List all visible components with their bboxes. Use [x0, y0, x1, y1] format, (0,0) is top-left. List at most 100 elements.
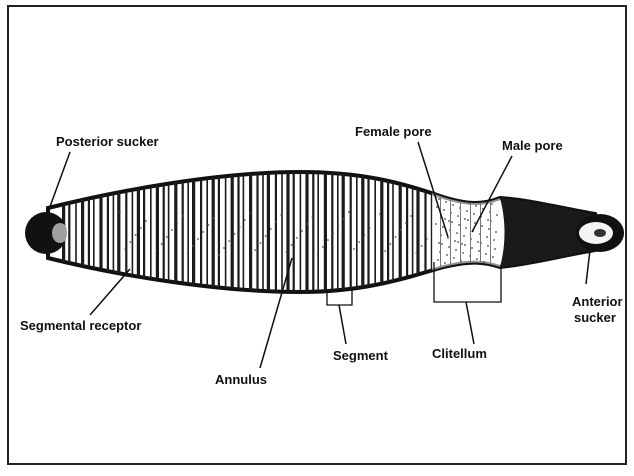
body-papilla	[358, 241, 360, 243]
body-papilla	[312, 216, 314, 218]
annulus-stripe	[267, 165, 270, 300]
annulus-stripe	[182, 165, 184, 300]
clitellum-stipple	[446, 254, 448, 256]
annulus-stripe	[312, 165, 314, 300]
clitellum-stipple	[464, 244, 466, 246]
clitellum-stipple	[454, 240, 456, 242]
body-papilla	[182, 215, 184, 217]
body-papilla	[348, 211, 350, 213]
body-papilla	[223, 247, 225, 249]
annulus-stripe	[200, 165, 202, 300]
clitellum-stipple	[467, 219, 469, 221]
clitellum-stipple	[445, 201, 447, 203]
annulus-stripe	[187, 165, 189, 300]
body-papilla	[296, 237, 298, 239]
annulus-stripe	[206, 165, 208, 300]
annulus-stripe	[356, 165, 358, 300]
body-papilla	[176, 222, 178, 224]
body-papilla	[145, 220, 147, 222]
annulus-stripe	[212, 165, 215, 300]
clitellum-stipple	[481, 225, 483, 227]
clitellum-line	[490, 196, 491, 270]
body-papilla	[265, 235, 267, 237]
body-papilla	[130, 241, 132, 243]
body-papilla	[353, 248, 355, 250]
clitellum-stipple	[483, 261, 485, 263]
annulus-stripe	[163, 165, 165, 300]
body-papilla	[244, 219, 246, 221]
clitellum-stipple	[452, 204, 454, 206]
annulus-stripe	[99, 165, 102, 300]
body-papilla	[426, 238, 428, 240]
label-segmental-receptor: Segmental receptor	[20, 318, 141, 333]
clitellum-stipple	[463, 235, 465, 237]
body-papilla	[332, 232, 334, 234]
annulus-stripe	[380, 165, 383, 300]
clitellum-stipple	[448, 246, 450, 248]
posterior-sucker-highlight	[52, 223, 68, 243]
clitellum-stipple	[488, 228, 490, 230]
clitellum-stipple	[486, 236, 488, 238]
body-papilla	[327, 239, 329, 241]
clitellum-stipple	[441, 243, 443, 245]
body-papilla	[197, 238, 199, 240]
body-papilla	[218, 254, 220, 256]
label-posterior-sucker: Posterior sucker	[56, 134, 159, 149]
annulus-stripe	[75, 165, 77, 300]
annulus-stripe	[243, 165, 245, 300]
clitellum-stipple	[465, 227, 467, 229]
annulus-stripe	[350, 165, 352, 300]
clitellum-stipple	[457, 215, 459, 217]
body-papilla	[291, 244, 293, 246]
label-annulus: Annulus	[215, 372, 267, 387]
clitellum-stipple	[496, 214, 498, 216]
body-papilla	[150, 213, 152, 215]
body-papilla	[416, 252, 418, 254]
clitellum-stipple	[461, 243, 463, 245]
clitellum-stipple	[447, 237, 449, 239]
body-papilla	[275, 221, 277, 223]
body-papilla	[306, 223, 308, 225]
body-papilla	[286, 251, 288, 253]
clitellum-stipple	[477, 197, 479, 199]
clitellum-stipple	[473, 213, 475, 215]
segment-leader	[339, 305, 346, 344]
clitellum-stipple	[494, 248, 496, 250]
body-papilla	[234, 233, 236, 235]
annulus-stripe	[231, 165, 234, 300]
body-papilla	[395, 236, 397, 238]
clitellum-stipple	[448, 220, 450, 222]
clitellum-leader	[466, 302, 474, 344]
body-papilla	[410, 215, 412, 217]
body-papilla	[338, 225, 340, 227]
annulus-stripe	[416, 165, 419, 300]
body-papilla	[270, 228, 272, 230]
body-papilla	[317, 253, 319, 255]
body-papilla	[384, 250, 386, 252]
annulus-stripe	[262, 165, 264, 300]
body-papilla	[161, 243, 163, 245]
label-segment: Segment	[333, 348, 389, 363]
body-papilla	[364, 234, 366, 236]
body-papilla	[156, 250, 158, 252]
annulus-stripe	[317, 165, 319, 300]
clitellum-stipple	[442, 226, 444, 228]
body-papilla	[239, 226, 241, 228]
body-papilla	[213, 217, 215, 219]
clitellum-stipple	[466, 210, 468, 212]
annulus-stripe	[300, 165, 302, 300]
clitellum-line	[470, 196, 471, 270]
clitellum-stipple	[462, 252, 464, 254]
label-anterior-sucker-line1: Anterior	[572, 294, 623, 309]
body-papilla	[124, 248, 126, 250]
clitellum-stipple	[477, 241, 479, 243]
annulus-stripe	[293, 165, 295, 300]
label-male-pore: Male pore	[502, 138, 563, 153]
body-papilla	[208, 224, 210, 226]
annulus-stripe	[392, 165, 394, 300]
body-papilla	[369, 227, 371, 229]
clitellum-stipple	[495, 231, 497, 233]
anterior-sucker-mouth	[594, 229, 606, 237]
clitellum-stipple	[444, 218, 446, 220]
